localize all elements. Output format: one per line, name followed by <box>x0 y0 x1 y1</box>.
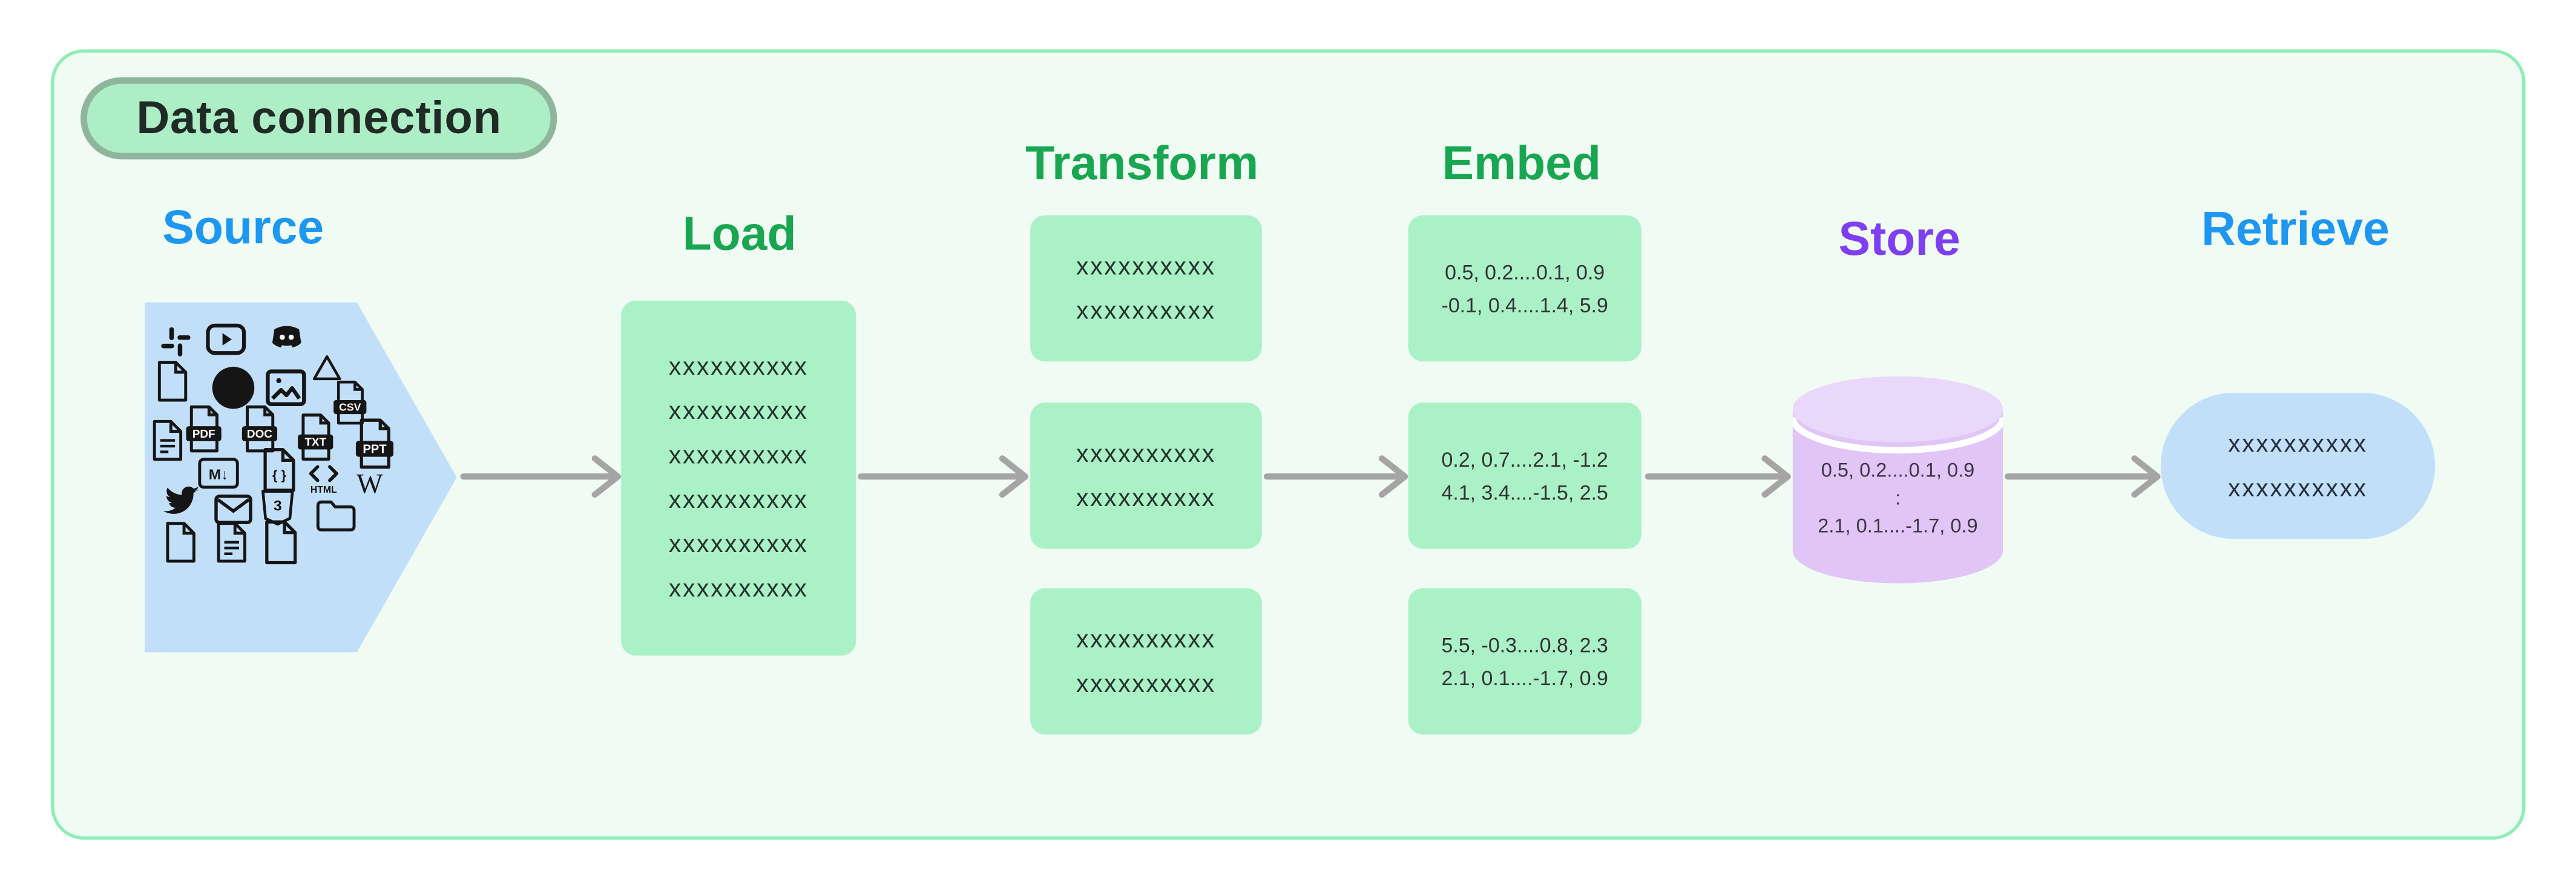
svg-text:PPT: PPT <box>363 442 387 456</box>
svg-text:W: W <box>356 468 383 499</box>
transform-line: xxxxxxxxxx <box>1076 252 1216 280</box>
vector-database-cylinder: 0.5, 0.2....0.1, 0.9 : 2.1, 0.1....-1.7,… <box>1792 376 2003 587</box>
code-file-icon: { } <box>260 447 299 493</box>
load-line: xxxxxxxxxx <box>668 530 809 559</box>
load-box: xxxxxxxxxx xxxxxxxxxx xxxxxxxxxx xxxxxxx… <box>621 300 856 656</box>
embed-vector: 4.1, 3.4....-1.5, 2.5 <box>1441 481 1608 504</box>
transform-line: xxxxxxxxxx <box>1076 669 1216 698</box>
svg-text:HTML: HTML <box>310 485 337 495</box>
source-title: Source <box>162 202 324 255</box>
svg-text:M↓: M↓ <box>209 467 229 483</box>
embed-box: 0.2, 0.7....2.1, -1.2 4.1, 3.4....-1.5, … <box>1408 403 1641 549</box>
embed-box: 0.5, 0.2....0.1, 0.9 -0.1, 0.4....1.4, 5… <box>1408 215 1641 362</box>
transform-title: Transform <box>1025 138 1259 191</box>
transform-line: xxxxxxxxxx <box>1076 297 1216 325</box>
store-line: 2.1, 0.1....-1.7, 0.9 <box>1818 514 1978 538</box>
retrieve-line: xxxxxxxxxx <box>2228 429 2368 458</box>
embed-vector: 5.5, -0.3....0.8, 2.3 <box>1441 633 1608 657</box>
load-line: xxxxxxxxxx <box>668 353 809 381</box>
load-line: xxxxxxxxxx <box>668 486 809 515</box>
google-drive-icon <box>310 353 343 383</box>
database-icon <box>1792 376 2003 584</box>
retrieve-box: xxxxxxxxxx xxxxxxxxxx <box>2160 392 2436 539</box>
image-icon <box>264 368 307 407</box>
embed-title: Embed <box>1442 138 1602 191</box>
embed-vector: -0.1, 0.4....1.4, 5.9 <box>1441 293 1608 317</box>
html-icon: HTML <box>304 458 343 498</box>
github-icon <box>207 361 260 414</box>
svg-text:TXT: TXT <box>304 436 326 449</box>
load-line: xxxxxxxxxx <box>668 575 809 603</box>
svg-text:{ }: { } <box>272 467 287 482</box>
store-title: Store <box>1838 213 1960 266</box>
youtube-icon <box>204 320 248 358</box>
pdf-file-icon: PDF <box>182 404 225 453</box>
text-document-icon <box>214 521 250 564</box>
arrow-store-to-retrieve <box>2005 453 2161 499</box>
svg-text:CSV: CSV <box>339 401 361 413</box>
store-line: 0.5, 0.2....0.1, 0.9 <box>1821 458 1975 482</box>
store-line: : <box>1894 486 1901 510</box>
txt-file-icon: TXT <box>294 412 337 461</box>
store-values: 0.5, 0.2....0.1, 0.9 : 2.1, 0.1....-1.7,… <box>1793 457 2003 541</box>
retrieve-line: xxxxxxxxxx <box>2228 474 2368 502</box>
text-document-icon <box>150 419 186 462</box>
embed-box: 5.5, -0.3....0.8, 2.3 2.1, 0.1....-1.7, … <box>1408 588 1641 735</box>
file-icon <box>154 360 191 403</box>
load-line: xxxxxxxxxx <box>668 397 809 426</box>
retrieve-title: Retrieve <box>2201 203 2390 257</box>
main-panel <box>51 49 2526 840</box>
discord-icon <box>264 320 309 358</box>
markdown-icon: M↓ <box>197 457 240 490</box>
wikipedia-icon: W <box>352 465 388 501</box>
transform-line: xxxxxxxxxx <box>1076 625 1216 654</box>
transform-box: xxxxxxxxxx xxxxxxxxxx <box>1030 215 1262 362</box>
load-title: Load <box>682 208 797 261</box>
twitter-icon <box>159 480 202 523</box>
file-icon <box>163 521 199 564</box>
file-icon <box>261 519 301 565</box>
arrow-source-to-load <box>460 453 621 499</box>
doc-file-icon: DOC <box>238 404 281 453</box>
folder-icon <box>315 498 358 534</box>
load-line: xxxxxxxxxx <box>668 442 809 470</box>
svg-text:PDF: PDF <box>192 428 215 441</box>
svg-text:3: 3 <box>274 498 282 515</box>
transform-box: xxxxxxxxxx xxxxxxxxxx <box>1030 403 1262 549</box>
transform-box: xxxxxxxxxx xxxxxxxxxx <box>1030 588 1262 735</box>
arrow-embed-to-store <box>1644 453 1791 499</box>
embed-vector: 0.5, 0.2....0.1, 0.9 <box>1445 260 1605 284</box>
csv-file-icon: CSV <box>330 380 370 426</box>
arrow-transform-to-embed <box>1263 453 1408 499</box>
transform-line: xxxxxxxxxx <box>1076 439 1216 468</box>
data-connection-badge: Data connection <box>80 77 558 160</box>
svg-text:DOC: DOC <box>247 428 272 441</box>
arrow-load-to-transform <box>858 453 1029 499</box>
slack-icon <box>158 324 194 360</box>
badge-label: Data connection <box>136 92 502 143</box>
transform-line: xxxxxxxxxx <box>1076 484 1216 512</box>
embed-vector: 2.1, 0.1....-1.7, 0.9 <box>1441 666 1608 689</box>
embed-vector: 0.2, 0.7....2.1, -1.2 <box>1441 447 1608 471</box>
ppt-file-icon: PPT <box>352 418 398 470</box>
